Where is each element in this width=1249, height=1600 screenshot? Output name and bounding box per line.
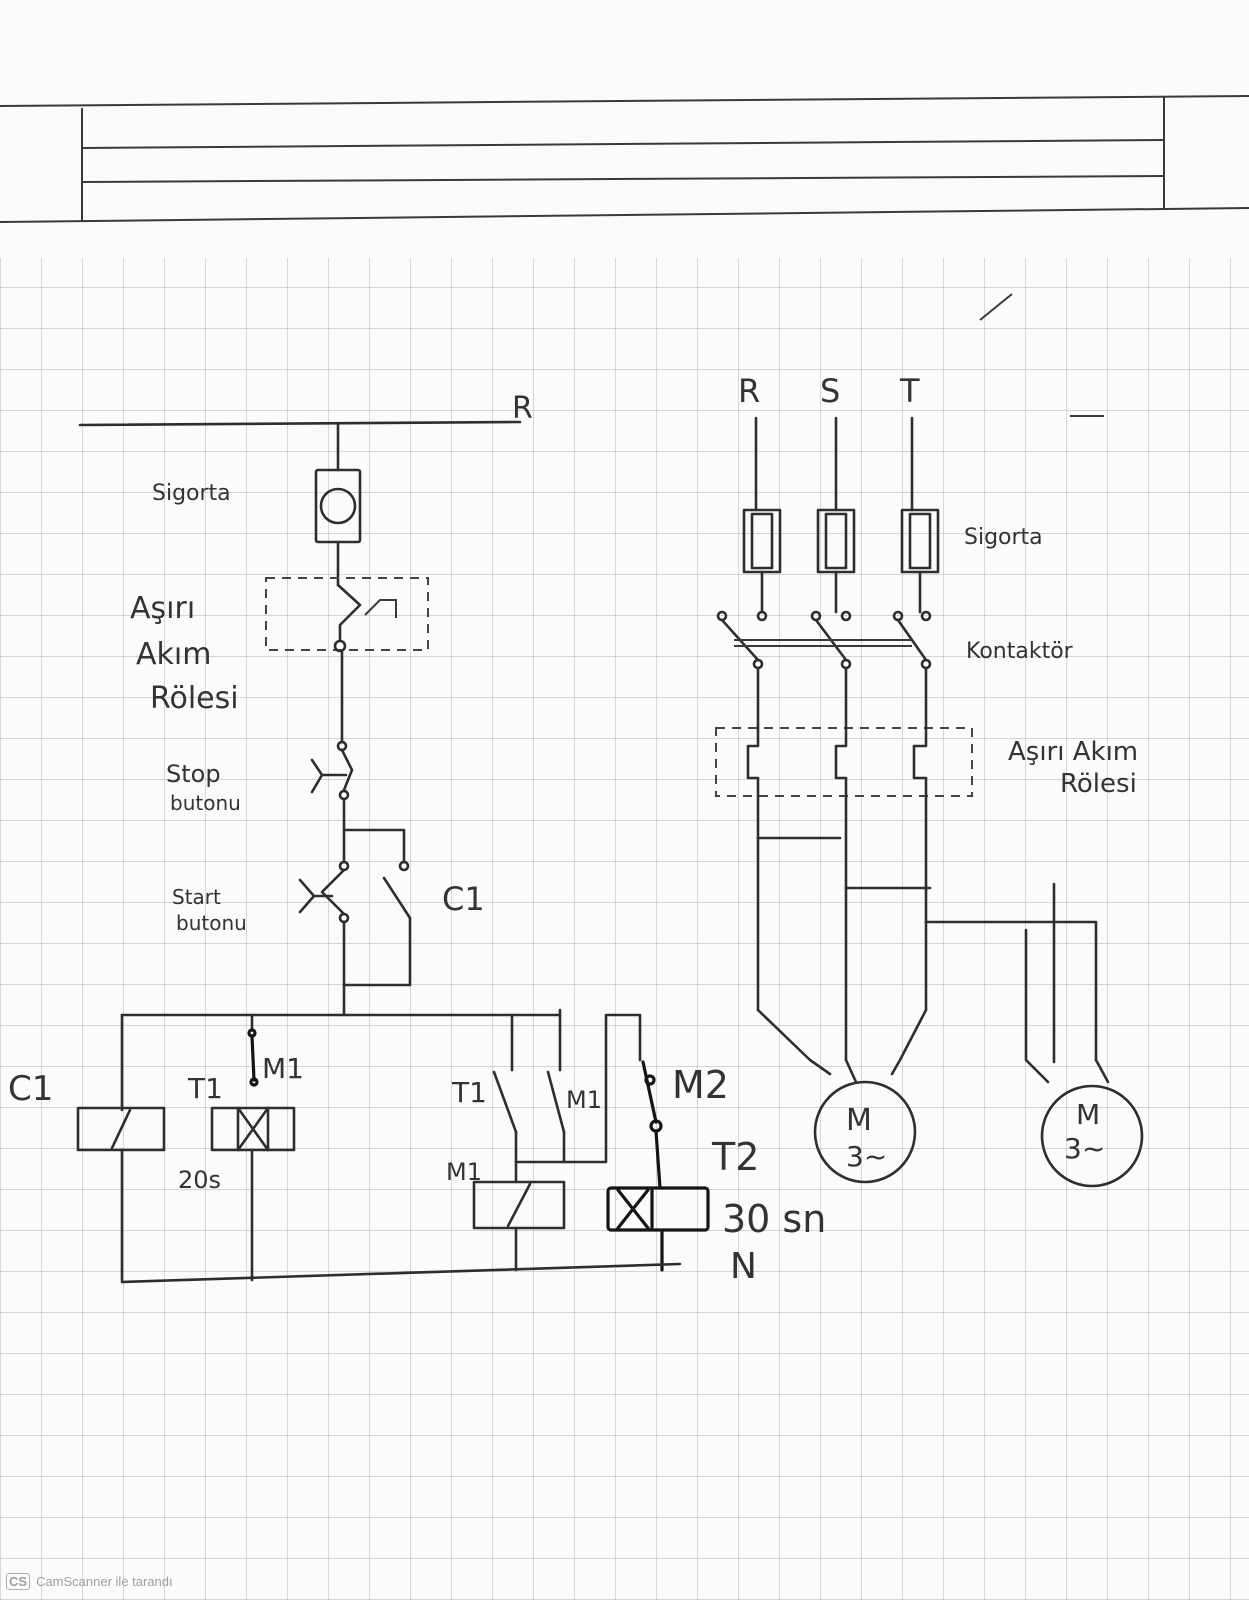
t2-timer-coil (606, 1186, 710, 1232)
t1-contact (492, 1070, 518, 1134)
header-frame (0, 95, 1249, 223)
control-fuse-label: Sigorta (152, 481, 231, 506)
m1-coil-label: M1 (446, 1158, 482, 1186)
start-label-1: Start (172, 885, 221, 909)
camscanner-logo: CS (6, 1572, 31, 1590)
control-circuit: R Sigorta Aşırı Akım Rölesi Stop butonu (8, 391, 826, 1287)
c1-seal-contact (382, 876, 412, 920)
phase-t-label: T (899, 372, 920, 410)
power-circuit: R S T Sigorta Kontaktör (715, 293, 1144, 1188)
motor-2-symbol: M (1076, 1098, 1100, 1131)
start-button-symbol[interactable] (320, 868, 346, 916)
c1-coil-label: C1 (8, 1069, 53, 1109)
m1-contact (546, 1070, 566, 1134)
m1-contact-top (250, 1034, 256, 1082)
control-overload-label-3: Rölesi (150, 681, 239, 716)
motor-1 (813, 1080, 917, 1184)
r-bus-line (78, 420, 522, 427)
t1-timer-time: 20s (178, 1166, 221, 1194)
camscanner-text: CamScanner ile tarandı (36, 1573, 173, 1589)
t2-timer-time: 30 sn (722, 1197, 826, 1241)
power-contactor (716, 610, 932, 670)
m1-contact-label: M1 (566, 1086, 602, 1114)
control-overload-contact (336, 583, 362, 642)
phase-s-label: S (820, 372, 840, 410)
seal-contact-label: C1 (442, 880, 485, 918)
n-label: N (730, 1246, 757, 1287)
t2-timer-label: T2 (711, 1135, 759, 1179)
t1-timer-label: T1 (187, 1072, 223, 1105)
grid-paper (0, 258, 1249, 1600)
start-label-2: butonu (176, 911, 247, 935)
phase-r-label: R (738, 372, 760, 410)
power-fuse-label: Sigorta (964, 525, 1043, 550)
control-overload-label-2: Akım (136, 637, 211, 672)
motor-2 (1040, 1084, 1144, 1188)
motor-1-phase: 3~ (846, 1140, 887, 1173)
stop-label-2: butonu (170, 791, 241, 815)
motor-2-phase: 3~ (1064, 1132, 1105, 1165)
t1-contact-label: T1 (451, 1076, 487, 1109)
m1-contact-top-label: M1 (262, 1052, 304, 1085)
m1-coil (472, 1180, 566, 1230)
r-bus-label: R (512, 391, 533, 426)
power-contactor-label: Kontaktör (966, 639, 1074, 664)
motor-1-symbol: M (846, 1103, 872, 1138)
power-overload-label-1: Aşırı Akım (1008, 737, 1138, 767)
control-overload-label-1: Aşırı (130, 591, 195, 626)
m2-contact (641, 1060, 658, 1124)
scanner-watermark: CS CamScanner ile tarandı (6, 1568, 173, 1594)
m2-contact-label: M2 (672, 1063, 729, 1107)
stop-button-symbol[interactable] (340, 748, 354, 792)
n-line (120, 1262, 682, 1284)
stop-label-1: Stop (166, 760, 221, 788)
power-overload-label-2: Rölesi (1060, 769, 1137, 799)
